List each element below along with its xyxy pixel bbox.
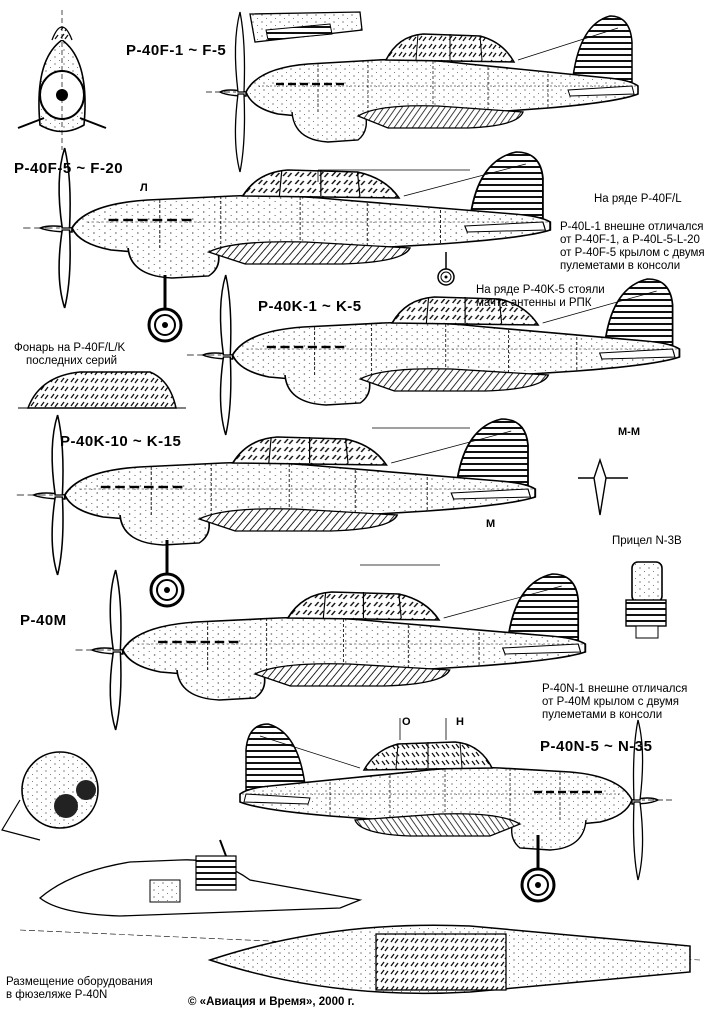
section-marker-o: О [402, 716, 411, 728]
front-view-drawing [17, 10, 107, 150]
copyright-text: © «Авиация и Время», 2000 г. [188, 996, 355, 1008]
section-marker-m: М [486, 518, 496, 530]
variant-label-p40f-1: P-40F-1 ~ F-5 [126, 42, 227, 59]
variant-label-p40m: P-40M [20, 612, 67, 629]
variant-label-p40k-10: P-40K-10 ~ K-15 [60, 433, 182, 450]
variant-label-p40n-5: P-40N-5 ~ N-35 [540, 738, 653, 755]
leader-lines [317, 169, 470, 740]
note-p40k5-line2: мачта антенны и РПК [476, 297, 592, 309]
note-p40n1-line2: от P-40M крылом с двумя [542, 696, 679, 708]
section-title-mm: М-М [618, 426, 640, 438]
note-p40f-l: На ряде P-40F/L [594, 193, 682, 205]
note-p40n1-line1: P-40N-1 внешне отличался [542, 683, 688, 695]
equipment-layout-drawing [19, 839, 701, 961]
sight-section-mm [578, 457, 628, 516]
note-equipment-line1: Размещение оборудования [6, 976, 153, 988]
note-p40l1-line3: от P-40F-5 крылом с двумя [560, 247, 704, 259]
canopy-detail [18, 371, 186, 409]
note-equipment-line2: в фюзеляже P-40N [6, 989, 108, 1001]
engine-detail-drawing [1, 751, 99, 841]
note-gunsight: Прицел N-3B [612, 535, 682, 547]
top-view-strip [249, 11, 363, 43]
note-p40n1-line3: пулеметами в консоли [542, 709, 663, 721]
note-p40l1-line2: от P-40F-1, а P-40L-5-L-20 [560, 234, 700, 246]
gunsight-n3b-drawing [625, 561, 667, 639]
note-canopy-line2: последних серий [26, 355, 118, 367]
variant-label-p40k-1: P-40K-1 ~ K-5 [258, 298, 362, 315]
variant-label-p40f-5: P-40F-5 ~ F-20 [14, 160, 124, 177]
note-canopy-line1: Фонарь на P-40F/L/K [14, 342, 126, 354]
note-p40l1-line4: пулеметами в консоли [560, 260, 681, 272]
section-marker-n: Н [456, 716, 464, 728]
note-p40k5-line1: На ряде P-40K-5 стояли [476, 284, 605, 296]
note-p40l1-line1: P-40L-1 внешне отличался [560, 221, 704, 233]
top-view-p40n [207, 924, 691, 995]
section-marker-l: Л [140, 182, 148, 194]
